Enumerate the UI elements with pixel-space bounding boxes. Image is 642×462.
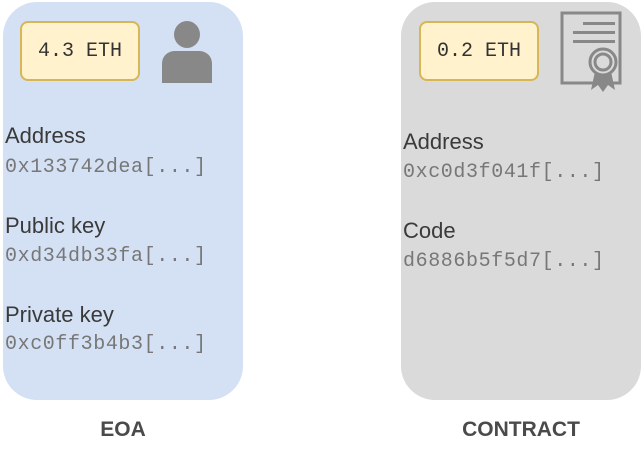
user-icon	[162, 21, 212, 83]
eoa-private-key-value: 0xc0ff3b4b3[...]	[5, 333, 207, 356]
contract-code-value: d6886b5f5d7[...]	[403, 250, 605, 273]
certificate-icon	[560, 11, 622, 92]
eoa-caption: EOA	[100, 418, 146, 441]
eoa-balance-box: 4.3 ETH	[20, 21, 140, 81]
eoa-card: 4.3 ETH Address 0x133742dea[...] Public …	[3, 2, 243, 400]
contract-caption: CONTRACT	[462, 418, 580, 441]
eoa-private-key-label: Private key	[5, 302, 114, 327]
eoa-public-key-value: 0xd34db33fa[...]	[5, 245, 207, 268]
eoa-address-value: 0x133742dea[...]	[5, 156, 207, 179]
eoa-public-key-label: Public key	[5, 213, 106, 238]
contract-card: 0.2 ETH Address 0xc0d3f041f[...] Code d6…	[401, 2, 641, 400]
contract-balance-box: 0.2 ETH	[419, 21, 539, 81]
eoa-address-label: Address	[5, 123, 86, 148]
contract-code-label: Code	[403, 218, 456, 243]
contract-address-value: 0xc0d3f041f[...]	[403, 161, 605, 184]
contract-address-label: Address	[403, 129, 484, 154]
